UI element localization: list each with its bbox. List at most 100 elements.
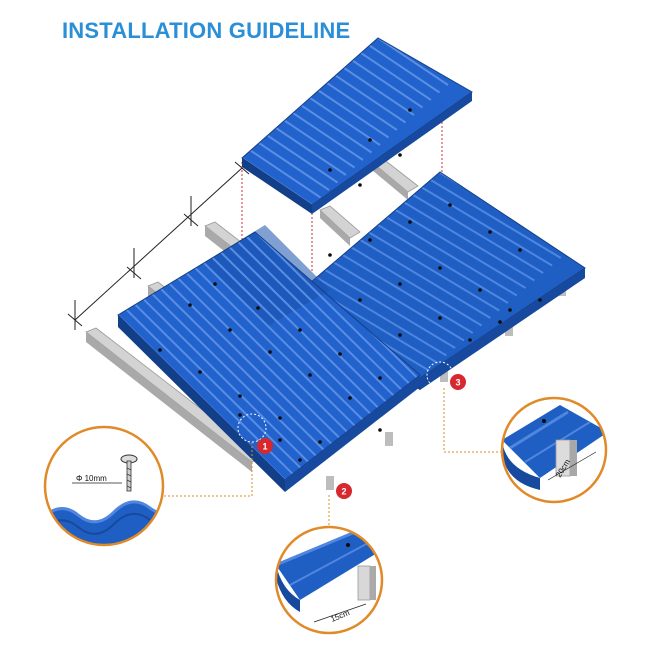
- screw-hole: [278, 416, 282, 420]
- corrugation-rib: [360, 52, 432, 101]
- highlight-3: [426, 361, 454, 389]
- corrugation-rib: [186, 272, 355, 440]
- purlin-end: [385, 432, 393, 446]
- screw-hole: [398, 333, 402, 337]
- screw-hole: [298, 328, 302, 332]
- corrugation-rib: [160, 288, 329, 455]
- screw-hole: [438, 316, 442, 320]
- screw-hole: [448, 203, 452, 207]
- corrugation-rib: [334, 74, 407, 124]
- corrugation-rib: [377, 224, 509, 304]
- corrugation-rib: [324, 269, 456, 349]
- corrugation-rib: [377, 38, 449, 86]
- purlin-end: [326, 476, 334, 490]
- purlin: [86, 332, 252, 472]
- roof-sheet-top: [241, 37, 473, 214]
- corrugation-rib: [368, 231, 500, 312]
- marker-1: 1: [257, 438, 273, 454]
- screw-hole: [408, 108, 412, 112]
- corrugation-rib: [246, 236, 415, 403]
- purlin: [372, 162, 408, 200]
- detail-circle-side-overlap: 15cm: [274, 525, 384, 635]
- corrugation-rib: [275, 127, 347, 176]
- screw-hole: [538, 298, 542, 302]
- corrugation-rib: [395, 209, 527, 289]
- marker-3: 3: [450, 374, 466, 390]
- screw-hole: [158, 348, 162, 352]
- screw-hole: [338, 352, 342, 356]
- corrugation-rib: [211, 257, 381, 424]
- screw-hole: [438, 266, 442, 270]
- screw-hole: [468, 338, 472, 342]
- screw-hole: [278, 438, 282, 442]
- detail-circle-end-overlap: 20cm: [500, 396, 608, 504]
- screw-hole: [228, 328, 232, 332]
- screw-hole: [398, 153, 402, 157]
- screw-hole: [368, 138, 372, 142]
- screw-fastener-icon: [120, 454, 138, 492]
- screw-hole: [298, 458, 302, 462]
- corrugation-rib: [430, 179, 562, 259]
- screw-hole: [328, 168, 332, 172]
- corrugation-rib: [359, 239, 491, 319]
- svg-text:3: 3: [455, 378, 460, 388]
- screw-hole: [188, 303, 192, 307]
- corrugation-rib: [315, 276, 447, 357]
- corrugation-rib: [351, 59, 424, 109]
- page-title: INSTALLATION GUIDELINE: [62, 18, 351, 43]
- screw-holes: [158, 108, 542, 462]
- screw-hole: [198, 370, 202, 374]
- screw-hole: [238, 413, 242, 417]
- corrugation-rib: [333, 261, 465, 342]
- corrugation-rib: [421, 186, 553, 267]
- svg-text:1: 1: [262, 442, 267, 452]
- purlin-end: [440, 368, 448, 382]
- corrugation-rib: [283, 119, 356, 169]
- screw-hole: [488, 230, 492, 234]
- screw-hole: [348, 396, 352, 400]
- roof-sheet-left: [117, 225, 421, 492]
- corrugation-rib: [203, 262, 372, 429]
- screw-hole: [268, 350, 272, 354]
- corrugation-rib: [177, 277, 346, 445]
- screw-hole: [358, 183, 362, 187]
- corrugation-rib: [317, 89, 390, 139]
- dimension-lines: [67, 161, 250, 330]
- corrugation-rib: [194, 267, 364, 434]
- corrugation-rib: [351, 246, 483, 327]
- screw-hole: [378, 376, 382, 380]
- screw-hole: [358, 298, 362, 302]
- screw-hole: [256, 306, 260, 310]
- corrugation-rib: [266, 134, 339, 184]
- screw-hole: [478, 288, 482, 292]
- corrugation-rib: [343, 67, 415, 116]
- leader-lines: [162, 388, 502, 527]
- corrugation-rib: [403, 201, 535, 282]
- corrugation-rib: [292, 112, 364, 161]
- corrugation-rib: [237, 241, 407, 408]
- corrugation-rib: [412, 194, 544, 274]
- corrugation-rib: [258, 142, 330, 191]
- corrugation-rib: [151, 293, 321, 460]
- screw-diameter-label: Φ 10mm: [76, 474, 107, 483]
- corrugation-rib: [309, 97, 381, 146]
- purlin: [320, 210, 350, 246]
- detail-circle-screw: Φ 10mm: [43, 425, 165, 547]
- corrugation-rib: [229, 246, 398, 414]
- corrugation-rib: [386, 216, 518, 297]
- corrugation-rib: [300, 104, 373, 154]
- screw-hole: [398, 282, 402, 286]
- screw-hole: [408, 220, 412, 224]
- corrugation-rib: [342, 254, 474, 334]
- corrugation-rib: [168, 283, 338, 450]
- corrugation-rib: [143, 298, 312, 466]
- screw-hole: [378, 428, 382, 432]
- highlight-2: [310, 468, 338, 496]
- screw-hole: [328, 253, 332, 257]
- screw-hole: [518, 248, 522, 252]
- screw-hole: [368, 238, 372, 242]
- corrugation-rib: [220, 251, 389, 419]
- screw-hole: [498, 320, 502, 324]
- corrugation-rib: [326, 82, 398, 131]
